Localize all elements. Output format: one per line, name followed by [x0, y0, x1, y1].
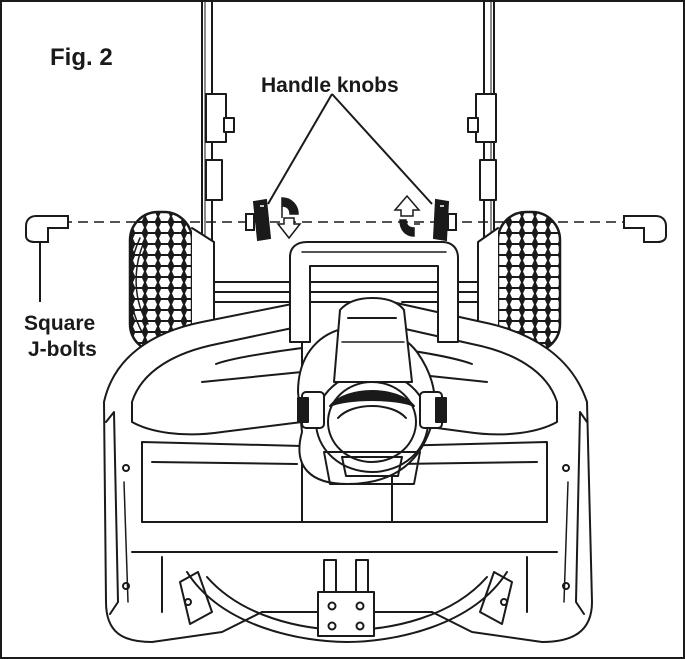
handle-knobs-callout: Handle knobs — [261, 74, 399, 97]
j-bolt-icon — [623, 215, 667, 243]
up-arrow-icon — [393, 194, 421, 217]
right-knob-leader — [331, 93, 433, 205]
j-bolt-icon — [25, 215, 69, 243]
square-jbolts-callout-line1: Square — [24, 312, 96, 335]
rotation-arrow-icon — [281, 197, 299, 218]
left-knob-leader — [267, 93, 333, 205]
left-wheel — [128, 210, 215, 354]
handle-knob-icon — [432, 198, 457, 242]
right-wheel — [477, 210, 562, 354]
handle-knob-icon — [245, 198, 272, 242]
figure-title: Fig. 2 — [50, 44, 113, 71]
down-arrow-icon — [276, 217, 302, 240]
rotation-arrow-icon — [399, 219, 420, 237]
square-jbolts-callout-line2: J-bolts — [28, 338, 97, 361]
